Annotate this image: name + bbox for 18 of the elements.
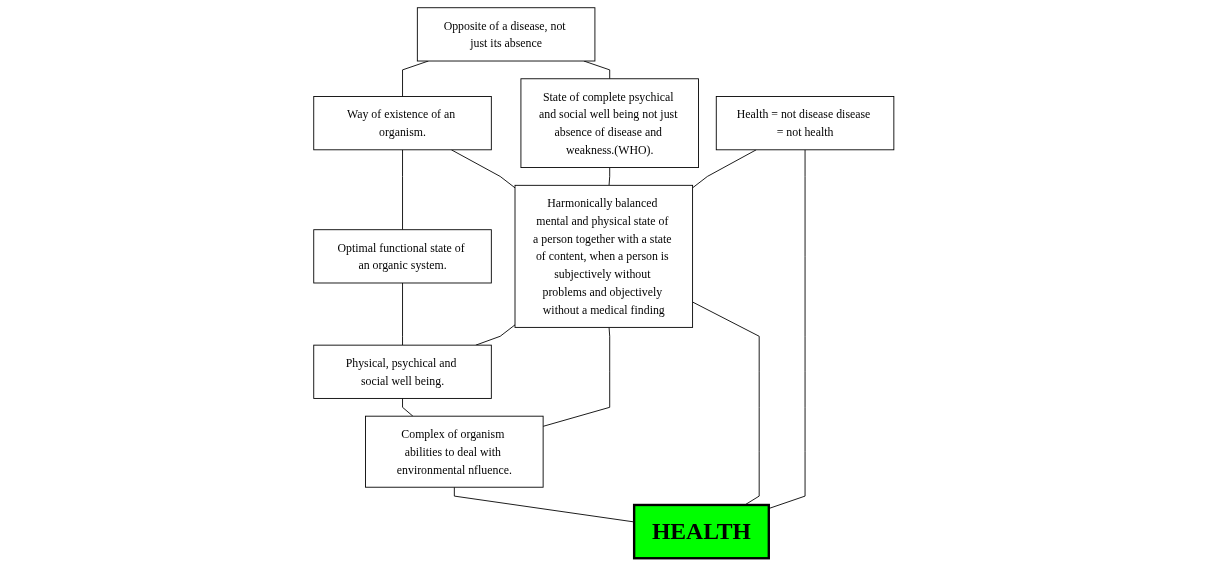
node-box: HEALTH <box>633 503 771 560</box>
connector <box>402 397 414 417</box>
node-box: Physical, psychical and social well being. <box>313 344 492 399</box>
connector <box>542 326 611 427</box>
connector <box>608 167 611 186</box>
node-box: Complex of organism abilities to deal with environmental nfluence. <box>365 415 544 488</box>
node-box: Way of existence of an organism. <box>313 96 492 151</box>
connector <box>475 324 516 346</box>
connector <box>402 149 404 231</box>
node-box: State of complete psychical and social well being not just absence of disease and weakness.(WHO). <box>520 78 700 168</box>
connector <box>692 149 757 189</box>
connector <box>454 486 635 523</box>
node-box: Health = not disease disease = not health <box>716 96 895 151</box>
node-box: Opposite of a disease, not just its absence <box>417 7 596 62</box>
node-box: Optimal functional state of an organic system. <box>313 229 492 284</box>
connector <box>451 149 516 189</box>
node-box: Harmonically balanced mental and physical state of a person together with a state of content, when a person is subjectively without problems and objectively without a medical finding <box>514 184 694 328</box>
connector <box>402 282 404 346</box>
